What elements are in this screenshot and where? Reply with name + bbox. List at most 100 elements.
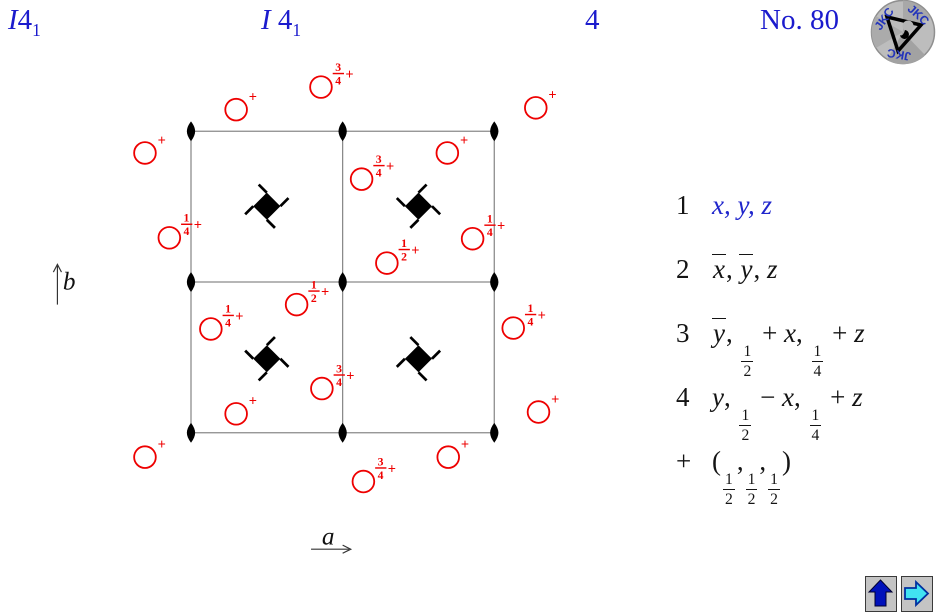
position-number: 3 bbox=[676, 318, 690, 348]
site-height-denominator: 2 bbox=[401, 250, 407, 263]
site-height-denominator: 4 bbox=[335, 74, 341, 87]
screw-axis-tail bbox=[409, 336, 420, 347]
site-plus-sign: + bbox=[249, 394, 257, 410]
screw-axis-tail bbox=[244, 205, 255, 216]
crystal-class-label: 4 bbox=[585, 4, 600, 36]
spacegroup-symbol-left: I41 bbox=[8, 4, 41, 40]
coordinate-token: , bbox=[723, 190, 738, 220]
coordinate-token: + bbox=[823, 382, 853, 412]
screw-axis-tail bbox=[265, 336, 276, 347]
site-plus-sign: + bbox=[538, 308, 546, 324]
site-height-denominator: 4 bbox=[487, 226, 493, 239]
site-height-numerator: 3 bbox=[336, 362, 342, 375]
twofold-axis-icon bbox=[186, 121, 196, 142]
logo-wedge bbox=[887, 32, 925, 65]
atom-position bbox=[524, 96, 548, 120]
coordinate-token: ) bbox=[781, 446, 791, 476]
site-plus-sign: + bbox=[411, 243, 419, 259]
site-height-numerator: 1 bbox=[184, 212, 190, 225]
coordinate-token: z bbox=[766, 254, 778, 284]
logo-text: JKC bbox=[886, 46, 912, 64]
site-height-numerator: 3 bbox=[378, 455, 384, 468]
position-number: 4 bbox=[676, 382, 690, 412]
atom-position bbox=[224, 97, 248, 122]
fourfold-screw-icon bbox=[253, 345, 281, 373]
coordinate-token: x bbox=[712, 190, 724, 220]
screw-axis-tail bbox=[431, 349, 442, 360]
atom-position bbox=[351, 469, 376, 494]
coordinate-token: y bbox=[737, 190, 748, 220]
coordinate-token: , bbox=[753, 254, 767, 284]
screw-axis-tail bbox=[257, 371, 268, 382]
spacegroup-number-label: No. 80 bbox=[760, 4, 839, 36]
coordinate-token: ( bbox=[712, 446, 721, 476]
atom-position bbox=[460, 226, 485, 251]
site-plus-sign: + bbox=[249, 90, 257, 106]
twofold-axis-icon bbox=[490, 272, 499, 292]
screw-axis-tail bbox=[279, 197, 290, 208]
screw-axis-tail bbox=[244, 349, 255, 360]
site-plus-sign: + bbox=[460, 133, 468, 149]
screw-axis-tail bbox=[395, 197, 406, 208]
site-height-denominator: 4 bbox=[376, 166, 382, 179]
site-plus-sign: + bbox=[388, 461, 396, 477]
atom-position bbox=[349, 167, 374, 191]
nav-up-button[interactable] bbox=[865, 576, 897, 612]
fourfold-screw-icon bbox=[404, 192, 432, 220]
atom-position bbox=[199, 317, 223, 341]
atom-position bbox=[133, 445, 157, 469]
site-plus-sign: + bbox=[194, 218, 202, 234]
coordinate-token: z bbox=[854, 318, 865, 348]
position-coordinates: x, y, z bbox=[712, 254, 777, 285]
screw-axis-tail bbox=[257, 183, 268, 194]
logo-eye bbox=[902, 20, 914, 32]
screw-axis-tail bbox=[395, 357, 406, 368]
twofold-axis-icon bbox=[186, 272, 196, 292]
site-plus-sign: + bbox=[345, 67, 353, 83]
nav-next-button[interactable] bbox=[901, 576, 933, 612]
unit-cell-diagram: 34+++++34+14+14+12+12+14+14+34+++++34+ba bbox=[52, 61, 559, 554]
site-plus-sign: + bbox=[235, 309, 243, 325]
twofold-axis-icon bbox=[338, 422, 347, 443]
coordinate-token: − bbox=[753, 382, 783, 412]
atom-position bbox=[375, 251, 399, 275]
twofold-axis-icon bbox=[186, 422, 196, 443]
screw-axis-tail bbox=[279, 357, 290, 368]
site-height-denominator: 4 bbox=[225, 316, 231, 329]
twofold-axis-icon bbox=[490, 422, 499, 443]
site-height-numerator: 1 bbox=[225, 303, 231, 316]
atom-position bbox=[501, 316, 525, 340]
atom-position bbox=[310, 376, 334, 401]
site-plus-sign: + bbox=[158, 437, 166, 453]
site-height-denominator: 4 bbox=[336, 376, 342, 389]
screw-axis-tail bbox=[417, 183, 428, 194]
coordinate-token: z bbox=[852, 382, 863, 412]
coordinate-token-bar: x bbox=[712, 254, 726, 284]
twofold-axis-icon bbox=[490, 121, 499, 142]
fourfold-screw-icon bbox=[404, 345, 432, 373]
site-height-numerator: 1 bbox=[527, 302, 533, 315]
atom-position bbox=[436, 445, 460, 469]
atom-position bbox=[526, 400, 551, 424]
a-axis-label: a bbox=[322, 523, 335, 551]
position-number: + bbox=[676, 446, 692, 476]
atom-position bbox=[224, 402, 248, 426]
coordinate-token: , bbox=[723, 382, 738, 412]
site-height-denominator: 4 bbox=[527, 315, 533, 328]
coordinate-token: , bbox=[747, 190, 762, 220]
coordinate-token: , bbox=[794, 382, 808, 412]
site-height-denominator: 4 bbox=[184, 225, 190, 238]
site-plus-sign: + bbox=[461, 437, 469, 453]
